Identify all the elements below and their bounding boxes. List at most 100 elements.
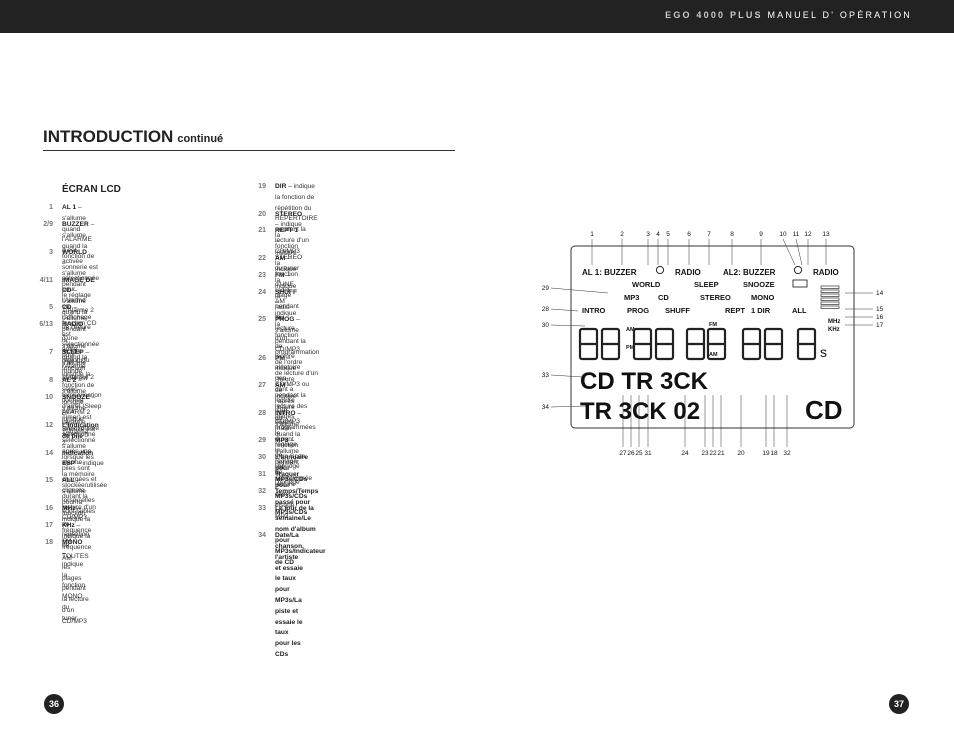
lcd-label-pm-small: PM (626, 345, 635, 351)
entry-line: MP3 – s'allume pendant la lecture d'un d… (275, 437, 299, 520)
header-brand: EGO 4000 PLUS (665, 10, 763, 20)
entry-number: 19 (258, 183, 266, 190)
callout-label: 2 (620, 231, 624, 238)
entry-number: 34 (258, 532, 266, 540)
callout-label: 19 (762, 450, 770, 457)
page-number-left: 36 (44, 694, 64, 714)
entry-text: SHUFF – indique la fonction de lecture a… (275, 288, 300, 428)
callout-label: 27 (619, 450, 627, 457)
entry-line: PM – indique l'heure de l'après midi dur… (275, 354, 297, 448)
entry-text: L'annuaire pour MP3s/CDs (275, 453, 308, 485)
entry-line: RADIO – s'allume quand la fonction radio… (62, 321, 88, 394)
lcd-label-mp3: MP3 (624, 293, 639, 302)
callout-label: 15 (876, 306, 884, 313)
entry-line: pendant la lecture d'un CD/MP3 (275, 226, 309, 255)
lcd-label-al1-buzzer: AL 1: BUZZER (582, 268, 637, 277)
callout-line (550, 308, 579, 312)
entry-text: STEREO – indique la fonction STÉRÉO du t… (275, 210, 302, 275)
entry-line: plages programmées (275, 413, 316, 432)
callout-line (550, 287, 609, 294)
lcd-label-fm-small: FM (709, 322, 717, 328)
entry-line: IMAGE DE CD – s'allume quand la fonction… (62, 276, 97, 338)
entry-text: L'indication de pile – s'allume lorsque … (62, 421, 99, 518)
page-number-right: 37 (889, 694, 909, 714)
entry-line: MHz – indique la fréquence FM (62, 505, 92, 545)
entry-number: 14 (45, 449, 53, 457)
callout-label: 26 (627, 450, 635, 457)
lcd-label-khz: KHz (828, 327, 840, 333)
entry-line: PROG – s'allume pendant la programmation… (275, 316, 320, 367)
battery-icon (792, 279, 808, 288)
entry-number: 10 (45, 394, 53, 401)
entry-line: sélectionnée (275, 474, 313, 482)
callout-label: 4 (656, 231, 660, 238)
entry-text: CD – s'allume pendant la lecture d'un CD (62, 303, 86, 368)
lcd-label-radio-1: RADIO (675, 268, 701, 277)
callout-label: 25 (635, 450, 643, 457)
entry-line: Le jour de la semaine/Le nom d'album pou… (275, 504, 316, 544)
entry-line: de l'horloge (275, 451, 300, 470)
entry-number: 1 (49, 204, 53, 211)
entry-line: ALL – s'allume pour la fonction de répét… (62, 477, 90, 550)
lcd-label-mono: MONO (751, 293, 774, 302)
lcd-label-stereo: STEREO (700, 293, 731, 302)
entry-number: 4/11 (39, 276, 53, 284)
lcd-label-prog: PROG (627, 306, 649, 315)
entry-line: SNOOZE – s'allume lorsque Snooze est sél… (62, 394, 96, 445)
entry-number: 33 (258, 504, 266, 512)
entry-line: l'horloge (275, 479, 300, 487)
callout-label: 28 (542, 306, 550, 313)
entry-line: dant a lecture d'un CD/MP3 (275, 385, 300, 426)
entry-number: 12 (45, 421, 53, 429)
entry-line: durant la lecture d'un CD/MP3 (62, 492, 96, 522)
lcd-label-al2-buzzer: AL2: BUZZER (723, 268, 776, 277)
callout-label: 13 (822, 231, 830, 238)
entry-text: Temps/Temps passé pour MP3s/CDs (275, 487, 318, 519)
entry-line: de lecture d'un CD/MP3 ou pendant la lec… (275, 370, 319, 410)
entry-text: KHz – indique la fréquence AM (62, 521, 91, 564)
entry-line: KHz – indique la fréquence AM (62, 522, 92, 562)
entry-text: Le jour de la semaine/Le nom d'album pou… (275, 504, 326, 569)
entry-text: REPT 1 – indique la fonction d'UNE plage… (275, 226, 300, 356)
entry-line: AL 1 – s'allume quand l'ALARME 1 est act… (62, 204, 92, 265)
lcd-segment-cd: CD (805, 395, 843, 425)
callout-label: 32 (783, 450, 791, 457)
entry-number: 24 (258, 288, 266, 296)
callout-line (550, 405, 587, 408)
callout-label: 14 (876, 290, 884, 297)
callout-label: 24 (681, 450, 689, 457)
callout-label: 30 (542, 322, 550, 329)
entry-number: 7 (49, 349, 53, 357)
entry-number: 29 (258, 437, 266, 445)
lcd-label-1dir: 1 DIR (751, 306, 771, 315)
lcd-label-am-small-2: AM (709, 352, 718, 358)
entry-number: 2/9 (43, 221, 53, 228)
callout-label: 18 (770, 450, 778, 457)
callout-label: 16 (876, 314, 884, 321)
lcd-heading: ÉCRAN LCD (62, 184, 121, 195)
header-bar: EGO 4000 PLUS MANUEL D' OPÉRATION (0, 0, 954, 33)
lcd-segment-line-2: TR 3CK 02 (580, 398, 700, 425)
entry-line: FM – indique la radio FM (275, 271, 297, 322)
entry-line: SHUFF – indique la fonction de lecture a… (275, 288, 301, 382)
entry-number: 30 (258, 454, 266, 462)
entry-number: 26 (258, 354, 266, 362)
entry-number: 20 (258, 210, 266, 218)
callout-label: 12 (804, 231, 812, 238)
entry-number: 22 (258, 255, 266, 262)
entry-text: RADIO – s'allume quand la fonction radio… (62, 320, 88, 450)
lcd-label-all: ALL (792, 306, 807, 315)
callout-line (550, 324, 586, 327)
entry-text: PROG – s'allume pendant la programmation… (275, 315, 319, 434)
entry-text: FM – indique la radio FM (275, 271, 296, 325)
entry-text: BUZZER – s'allume quand la fonction de s… (62, 220, 99, 317)
entry-text: AL 1 – s'allume quand l'ALARME 1 est act… (62, 203, 92, 268)
entry-text: AL 2 – s'allume lorsque ALARM 2 est séle… (62, 376, 95, 441)
entry-number: 23 (258, 271, 266, 279)
entry-text: PM – indique l'heure de l'après midi dur… (275, 354, 300, 473)
section-title-sub: continué (177, 133, 224, 145)
callout-label: 3 (646, 231, 650, 238)
entry-number: 5 (49, 304, 53, 312)
